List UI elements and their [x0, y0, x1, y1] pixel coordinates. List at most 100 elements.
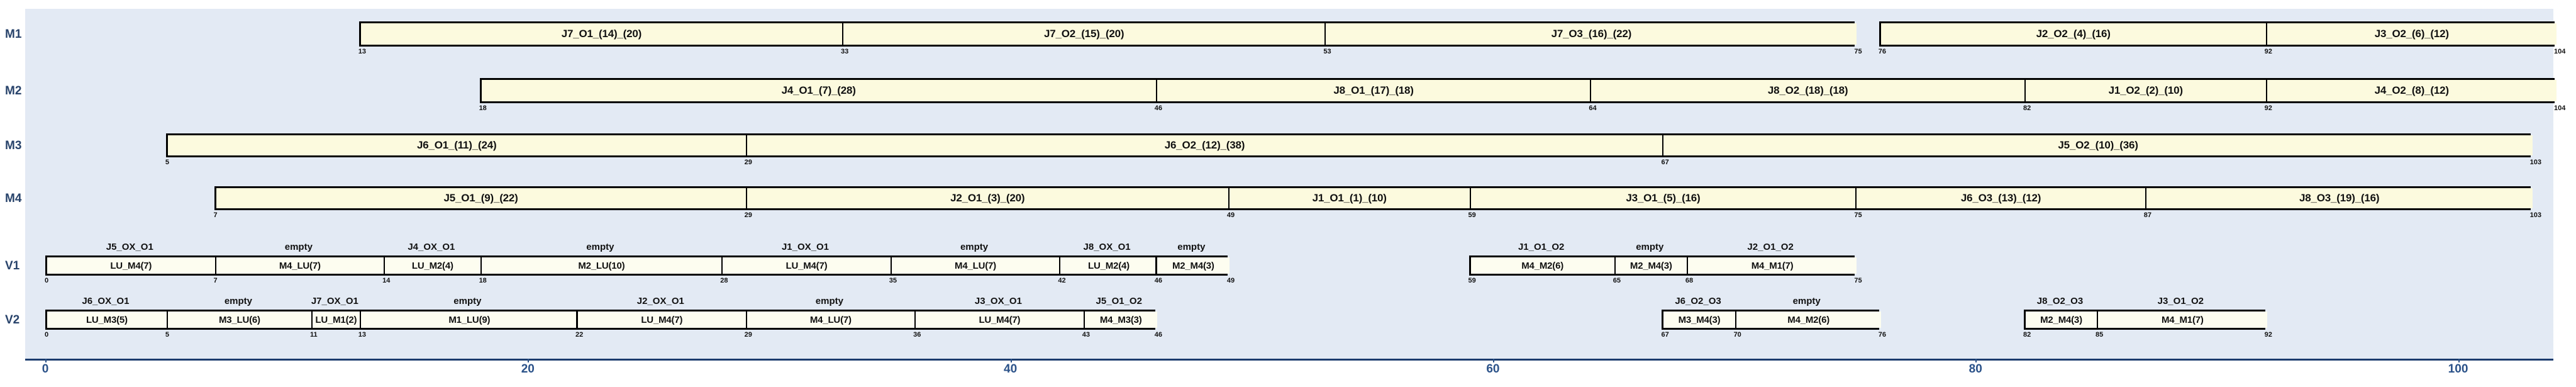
task-box[interactable]: M4_M3(3) — [1084, 311, 1157, 328]
task-box[interactable]: M4_LU(7) — [747, 311, 916, 328]
row-tick-label: 5 — [165, 331, 169, 339]
task-box[interactable]: J3_O1_(5)_(16) — [1470, 188, 1857, 208]
task-box[interactable]: J1_O1_(1)_(10) — [1229, 188, 1471, 208]
row-tick-label: 13 — [358, 48, 366, 55]
task-box[interactable]: J4_O2_(8)_(12) — [2267, 80, 2557, 101]
task-box[interactable]: LU_M4(7) — [47, 257, 216, 274]
main-axis-tick-label: 20 — [521, 362, 535, 376]
bar-group-v1-2[interactable]: M4_M2(6) M2_M4(3) M4_M1(7) — [1468, 255, 1857, 276]
task-box[interactable]: J7_O1_(14)_(20) — [360, 23, 844, 45]
task-box[interactable]: M3_M4(3) — [1663, 311, 1736, 328]
row-tick-label: 14 — [382, 277, 391, 284]
task-label: J3_O2_(6)_(12) — [2374, 28, 2449, 40]
task-box[interactable]: J7_O2_(15)_(20) — [843, 23, 1326, 45]
task-box[interactable]: LU_M4(7) — [578, 311, 747, 328]
bar-group-m1-0[interactable]: J7_O1_(14)_(20)J7_O2_(15)_(20)J7_O3_(16)… — [358, 21, 1857, 47]
task-box[interactable]: LU_M2(4) — [1060, 257, 1157, 274]
row-tick-label: 0 — [45, 277, 49, 284]
row-tick-label: 82 — [2023, 331, 2031, 339]
task-box[interactable]: M3_LU(6) — [167, 311, 313, 328]
task-box[interactable]: J6_O2_(12)_(38) — [747, 135, 1664, 155]
task-label: M4_M1(7) — [2161, 314, 2204, 325]
task-box[interactable]: M2_M4(3) — [1615, 257, 1688, 274]
task-label: M1_LU(9) — [448, 314, 491, 325]
row-tick-label: 11 — [310, 331, 318, 339]
bar-group-m1-1[interactable]: J2_O2_(4)_(16) J3_O2_(6)_(12) — [1879, 21, 2557, 47]
row-label-m1: M1 — [5, 28, 22, 41]
bar-group-v2-3[interactable]: M2_M4(3) M4_M1(7) — [2023, 310, 2267, 330]
row-tick-label: 46 — [1154, 104, 1163, 112]
task-box[interactable]: M2_M4(3) — [1157, 257, 1230, 274]
task-box[interactable]: M2_LU(10) — [481, 257, 723, 274]
main-axis-tick-mark — [1975, 359, 1977, 362]
task-label: M3_LU(6) — [218, 314, 260, 325]
row-tick-label: 5 — [165, 159, 169, 166]
task-box[interactable]: J3_O2_(6)_(12) — [2267, 23, 2557, 45]
task-box[interactable]: M1_LU(9) — [360, 311, 578, 328]
task-box[interactable]: J7_O3_(16)_(22) — [1326, 23, 1857, 45]
task-box[interactable]: M4_M1(7) — [1687, 257, 1857, 274]
task-box[interactable]: J5_O2_(10)_(36) — [1663, 135, 2533, 155]
task-box[interactable]: J4_O1_(7)_(28) — [481, 80, 1157, 101]
row-tick-label: 75 — [1854, 211, 1862, 219]
bar-group-v2-2[interactable]: M3_M4(3) M4_M2(6) — [1662, 310, 1881, 330]
bar-group-v1-0[interactable]: LU_M4(7)M4_LU(7)LU_M2(4)M2_LU(10)LU_M4(7… — [45, 255, 1157, 276]
row-tick-label: 92 — [2264, 331, 2272, 339]
row-tick-label: 29 — [744, 331, 752, 339]
row-tick-label: 49 — [1226, 277, 1235, 284]
task-label: LU_M4(7) — [641, 314, 683, 325]
task-label: M4_M1(7) — [1751, 260, 1794, 271]
task-label: LU_M4(7) — [979, 314, 1021, 325]
task-box[interactable]: J8_O1_(17)_(18) — [1157, 80, 1592, 101]
task-label: M3_M4(3) — [1678, 314, 1721, 325]
task-label: J6_O3_(13)_(12) — [1960, 192, 2041, 204]
row-tick-label: 49 — [1226, 211, 1235, 219]
row-tick-label: 29 — [744, 159, 752, 166]
task-box[interactable]: LU_M2(4) — [385, 257, 482, 274]
task-box[interactable]: M4_LU(7) — [891, 257, 1061, 274]
main-axis-tick-mark — [1010, 359, 1012, 362]
task-label: LU_M1(2) — [315, 314, 357, 325]
vehicle-trip-annotation: empty — [453, 296, 482, 306]
task-label: M2_M4(3) — [1629, 260, 1672, 271]
task-box[interactable]: LU_M3(5) — [47, 311, 168, 328]
bar-group-m4-0[interactable]: J5_O1_(9)_(22) J2_O1_(3)_(20) J1_O1_(1)_(1… — [214, 186, 2533, 210]
task-label: J2_O2_(4)_(16) — [2036, 28, 2111, 40]
task-label: J3_O1_(5)_(16) — [1626, 192, 1701, 204]
task-box[interactable]: LU_M4(7) — [723, 257, 892, 274]
task-label: LU_M2(4) — [1088, 260, 1130, 271]
row-tick-label: 59 — [1468, 211, 1476, 219]
task-label: J8_O3_(19)_(16) — [2299, 192, 2380, 204]
bar-group-m2-0[interactable]: J4_O1_(7)_(28) J8_O1_(17)_(18)J8_O2_(18)_… — [479, 78, 2557, 103]
task-box[interactable]: J5_O1_(9)_(22) — [216, 188, 747, 208]
task-box[interactable]: J6_O3_(13)_(12) — [1857, 188, 2146, 208]
bar-group-m3-0[interactable]: J6_O1_(11)_(24)J6_O2_(12)_(38)J5_O2_(10)… — [165, 133, 2533, 157]
task-box[interactable]: M4_LU(7) — [216, 257, 386, 274]
task-box[interactable]: J2_O2_(4)_(16) — [1880, 23, 2267, 45]
task-box[interactable]: J2_O1_(3)_(20) — [747, 188, 1230, 208]
task-box[interactable]: M4_M2(6) — [1470, 257, 1616, 274]
task-label: J2_O1_(3)_(20) — [950, 192, 1025, 204]
vehicle-trip-annotation: J6_O2_O3 — [1675, 296, 1721, 306]
task-box[interactable]: LU_M1(2) — [313, 311, 361, 328]
task-label: J4_O1_(7)_(28) — [781, 84, 856, 96]
task-label: LU_M2(4) — [411, 260, 453, 271]
row-label-m3: M3 — [5, 139, 22, 152]
row-label-v1: V1 — [5, 259, 20, 272]
bar-group-v2-1[interactable]: LU_M4(7) M4_LU(7) LU_M4(7) M4_M3(3) — [576, 310, 1157, 330]
task-box[interactable]: M4_M1(7) — [2098, 311, 2267, 328]
main-axis-tick-mark — [2458, 359, 2460, 362]
row-tick-label: 7 — [213, 211, 218, 219]
task-box[interactable]: J8_O3_(19)_(16) — [2146, 188, 2533, 208]
task-box[interactable]: J1_O2_(2)_(10) — [2025, 80, 2267, 101]
task-box[interactable]: LU_M4(7) — [916, 311, 1085, 328]
task-box[interactable]: J8_O2_(18)_(18) — [1591, 80, 2026, 101]
bar-group-v1-1[interactable]: M2_M4(3) — [1155, 255, 1230, 276]
task-box[interactable]: M4_M2(6) — [1736, 311, 1881, 328]
bar-group-v2-0[interactable]: LU_M3(5) M3_LU(6) LU_M1(2) M1_LU(9) — [45, 310, 578, 330]
vehicle-trip-annotation: J2_OX_O1 — [636, 296, 684, 306]
task-box[interactable]: M2_M4(3) — [2025, 311, 2099, 328]
row-tick-label: 36 — [913, 331, 921, 339]
task-box[interactable]: J6_O1_(11)_(24) — [167, 135, 747, 155]
vehicle-trip-annotation: J5_OX_O1 — [106, 242, 153, 252]
